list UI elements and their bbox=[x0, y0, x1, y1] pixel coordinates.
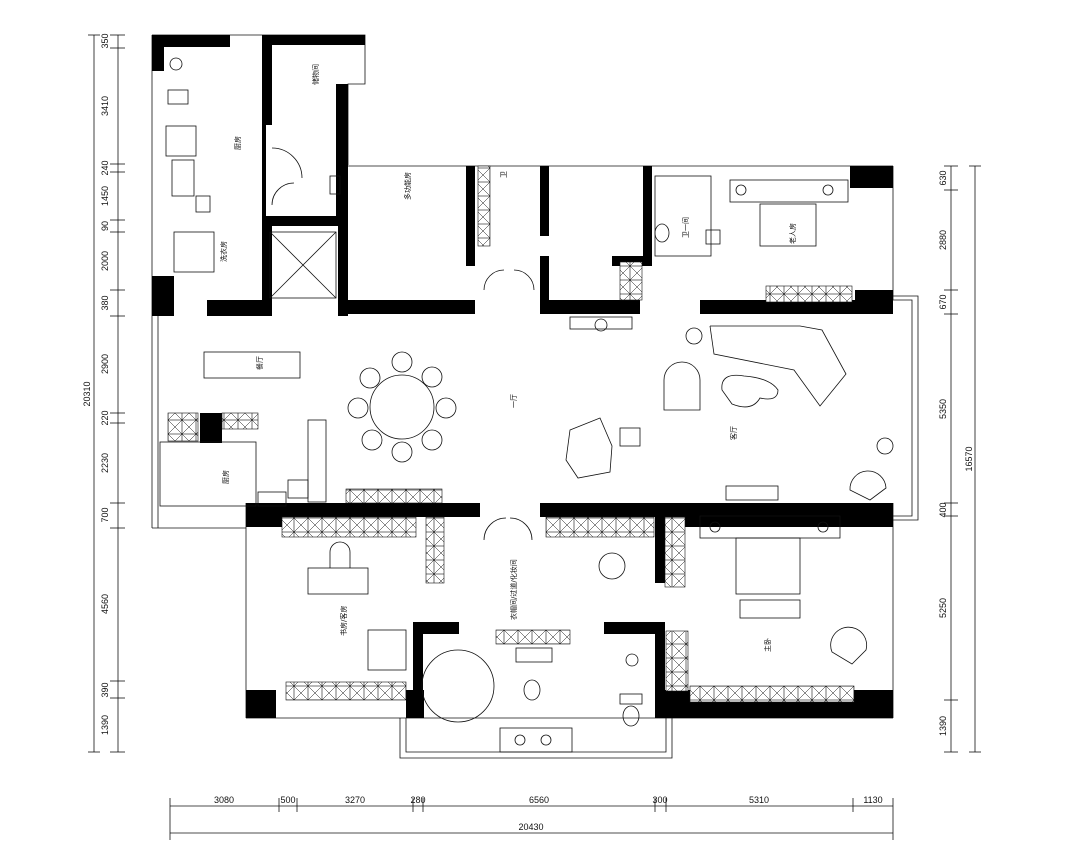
room-label-elder-bath: 卫一间 bbox=[682, 217, 690, 238]
dim-bottom-7: 5310 bbox=[749, 795, 769, 805]
room-label-kitchen-mid: 厨房 bbox=[221, 470, 230, 484]
dim-bottom-6: 300 bbox=[652, 795, 667, 805]
room-labels: 厨房 储物间 洗衣房 多功能房 卫 卫一间 老人房 餐厅 一厅 客厅 厨房 书房… bbox=[219, 64, 797, 652]
dim-left-8: 2900 bbox=[100, 354, 110, 374]
furniture bbox=[159, 57, 894, 753]
dim-left-9: 220 bbox=[100, 410, 110, 425]
walls bbox=[152, 35, 893, 718]
room-label-study: 书房/客房 bbox=[339, 606, 348, 636]
room-label-kitchen-top: 厨房 bbox=[233, 136, 242, 150]
room-label-living: 客厅 bbox=[729, 426, 738, 440]
room-label-bath-top: 卫 bbox=[500, 171, 508, 178]
dim-right-1: 630 bbox=[938, 170, 948, 185]
dim-right-3: 670 bbox=[938, 294, 948, 309]
dim-left-6: 2000 bbox=[100, 251, 110, 271]
dim-right-4: 5350 bbox=[938, 399, 948, 419]
dim-left-13: 390 bbox=[100, 682, 110, 697]
dim-right-7: 1390 bbox=[938, 716, 948, 736]
dim-left-7: 380 bbox=[100, 295, 110, 310]
left-dimension-chain: 350 3410 240 1450 90 2000 380 2900 220 2… bbox=[82, 33, 125, 753]
dim-right-6: 5250 bbox=[938, 598, 948, 618]
outlines bbox=[151, 34, 919, 759]
dim-left-1: 350 bbox=[100, 33, 110, 48]
dim-left-2: 3410 bbox=[100, 96, 110, 116]
room-label-dining: 一厅 bbox=[510, 394, 518, 408]
room-label-laundry: 洗衣房 bbox=[219, 241, 228, 262]
dim-bottom-4: 280 bbox=[410, 795, 425, 805]
dim-bottom-8: 1130 bbox=[863, 795, 882, 805]
right-dimension-chain: 630 2880 670 5350 400 5250 1390 16570 bbox=[938, 165, 981, 753]
dim-left-4: 1450 bbox=[100, 186, 110, 206]
dim-left-12: 4560 bbox=[100, 594, 110, 614]
dim-left-total: 20310 bbox=[82, 381, 92, 406]
dim-bottom-2: 500 bbox=[280, 795, 295, 805]
room-label-multi: 多功能房 bbox=[403, 172, 412, 200]
room-label-master-room: 主卧 bbox=[763, 638, 772, 652]
room-label-elder-room: 老人房 bbox=[788, 223, 797, 244]
dim-left-11: 700 bbox=[100, 507, 110, 522]
room-label-storage: 储物间 bbox=[311, 64, 320, 85]
dim-bottom-5: 6560 bbox=[529, 795, 549, 805]
dim-bottom-total: 20430 bbox=[518, 822, 543, 832]
room-label-dining-hall: 餐厅 bbox=[255, 356, 264, 370]
dim-left-3: 240 bbox=[100, 160, 110, 175]
dim-bottom-1: 3080 bbox=[214, 795, 234, 805]
dim-right-total: 16570 bbox=[964, 446, 974, 471]
bottom-dimension-chain: 3080 500 3270 280 6560 300 5310 1130 204… bbox=[169, 795, 894, 840]
room-label-master-corridor: 衣帽间/过道/化妆间 bbox=[509, 559, 518, 620]
dim-left-10: 2230 bbox=[100, 453, 110, 473]
dim-left-14: 1390 bbox=[100, 715, 110, 735]
cabinets bbox=[167, 165, 855, 703]
dim-left-5: 90 bbox=[100, 221, 110, 231]
dim-right-2: 2880 bbox=[938, 230, 948, 250]
dim-bottom-3: 3270 bbox=[345, 795, 365, 805]
dim-right-5: 400 bbox=[938, 502, 948, 517]
